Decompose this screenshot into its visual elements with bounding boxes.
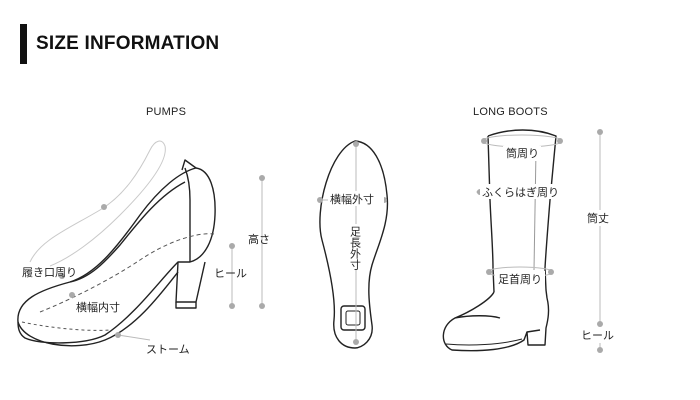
sole-width-label-bg — [328, 191, 384, 206]
boot-shaft-label-bg — [584, 210, 618, 226]
label-top-circumference: 筒周り — [506, 146, 539, 160]
pump-guides — [117, 178, 263, 341]
boot-top-label-bg — [503, 146, 541, 161]
boot-illustration — [442, 129, 557, 352]
header-accent-bar — [20, 24, 27, 64]
page-title: SIZE INFORMATION — [36, 33, 220, 54]
pump-guide-dots — [59, 175, 265, 338]
label-height: 高さ — [248, 232, 270, 246]
label-outer-width: 横幅外寸 — [330, 192, 374, 206]
label-shaft-height: 筒丈 — [587, 211, 609, 225]
sole-length-label-bg — [348, 224, 362, 270]
label-ankle-circumference: 足首周り — [498, 272, 542, 286]
label-stomme: ストーム — [146, 343, 190, 356]
label-boot-heel: ヒール — [581, 329, 614, 342]
label-calf-circumference: ふくらはぎ周り — [482, 185, 559, 199]
label-inner-width: 横幅内寸 — [76, 300, 120, 314]
label-throat-circumference: 履き口周り — [22, 266, 77, 279]
boot-calf-label-bg — [480, 184, 566, 199]
boot-heel-label-bg — [578, 327, 620, 343]
label-heel-height: ヒール — [214, 267, 247, 280]
pump-illustration — [17, 140, 216, 347]
label-outer-length: 足長外寸 — [349, 226, 362, 270]
section-header: SIZE INFORMATION — [20, 24, 219, 64]
boot-ankle-label-bg — [495, 271, 545, 286]
sole-illustration — [319, 140, 389, 349]
boot-guide-dots — [477, 129, 603, 353]
pumps-caption: PUMPS — [146, 106, 187, 118]
long-boots-caption: LONG BOOTS — [473, 106, 548, 118]
